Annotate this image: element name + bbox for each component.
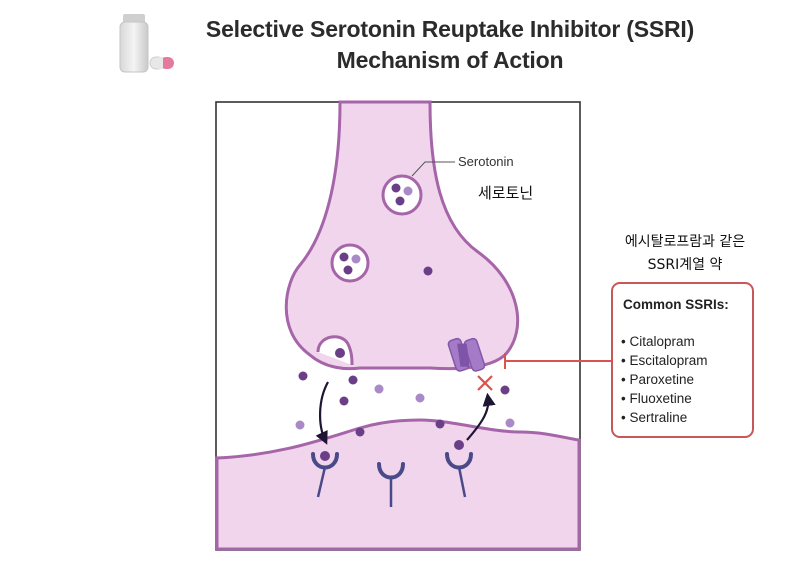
- ssri-name: Sertraline: [629, 410, 688, 425]
- common-ssris-heading: Common SSRIs:: [623, 297, 729, 312]
- ssri-note-line-1: 에시탈로프람과 같은: [624, 234, 746, 250]
- presynaptic-neuron: [284, 100, 520, 371]
- serotonin-korean-label: 세로토닌: [478, 184, 534, 202]
- receptor: [445, 440, 473, 498]
- serotonin-molecule: [348, 375, 358, 385]
- serotonin-label: Serotonin: [458, 154, 514, 169]
- serotonin-molecule: [500, 385, 510, 395]
- capsule-icon: [149, 56, 174, 70]
- serotonin-molecule: [339, 396, 349, 406]
- ssri-name: Paroxetine: [629, 372, 695, 387]
- reuptake-transporter: [447, 337, 486, 372]
- list-item: • Sertraline: [621, 408, 708, 427]
- bullet: •: [621, 334, 626, 349]
- releasing-vesicle: [316, 335, 354, 366]
- list-item: • Citalopram: [621, 332, 708, 351]
- serotonin-molecule: [374, 384, 384, 394]
- common-ssris-list: • Citalopram • Escitalopram • Paroxetine…: [621, 332, 708, 427]
- serotonin-molecule: [505, 418, 515, 428]
- bullet: •: [621, 410, 626, 425]
- ssri-name: Fluoxetine: [629, 391, 692, 406]
- serotonin-molecule: [415, 393, 425, 403]
- inhibition-line: [504, 353, 611, 369]
- ssri-name: Escitalopram: [629, 353, 708, 368]
- list-item: • Paroxetine: [621, 370, 708, 389]
- receptor: [311, 451, 339, 498]
- synaptic-molecules: [295, 371, 515, 437]
- bullet: •: [621, 391, 626, 406]
- vesicle: [330, 243, 370, 283]
- bullet: •: [621, 372, 626, 387]
- postsynaptic-neuron: [215, 418, 581, 551]
- reuptake-arrow: [466, 392, 496, 441]
- serotonin-molecule: [298, 371, 308, 381]
- bullet: •: [621, 353, 626, 368]
- vesicle: [381, 174, 423, 216]
- ssri-name: Citalopram: [629, 334, 695, 349]
- pill-bottle-icon: [119, 14, 149, 73]
- release-arrow: [315, 381, 329, 445]
- serotonin-molecule: [435, 419, 445, 429]
- serotonin-pointer: [411, 161, 455, 177]
- ssri-note-line-2: SSRI계열 약: [647, 257, 723, 273]
- common-ssris-box: Common SSRIs: • Citalopram • Escitalopra…: [611, 282, 754, 438]
- title-line-2: Mechanism of Action: [336, 47, 564, 73]
- receptor: [377, 462, 405, 507]
- serotonin-molecule: [355, 427, 365, 437]
- list-item: • Fluoxetine: [621, 389, 708, 408]
- serotonin-molecule: [423, 266, 433, 276]
- title-line-1: Selective Serotonin Reuptake Inhibitor (…: [205, 16, 695, 42]
- inhibition-x-icon: [477, 375, 493, 391]
- serotonin-molecule: [295, 420, 305, 430]
- list-item: • Escitalopram: [621, 351, 708, 370]
